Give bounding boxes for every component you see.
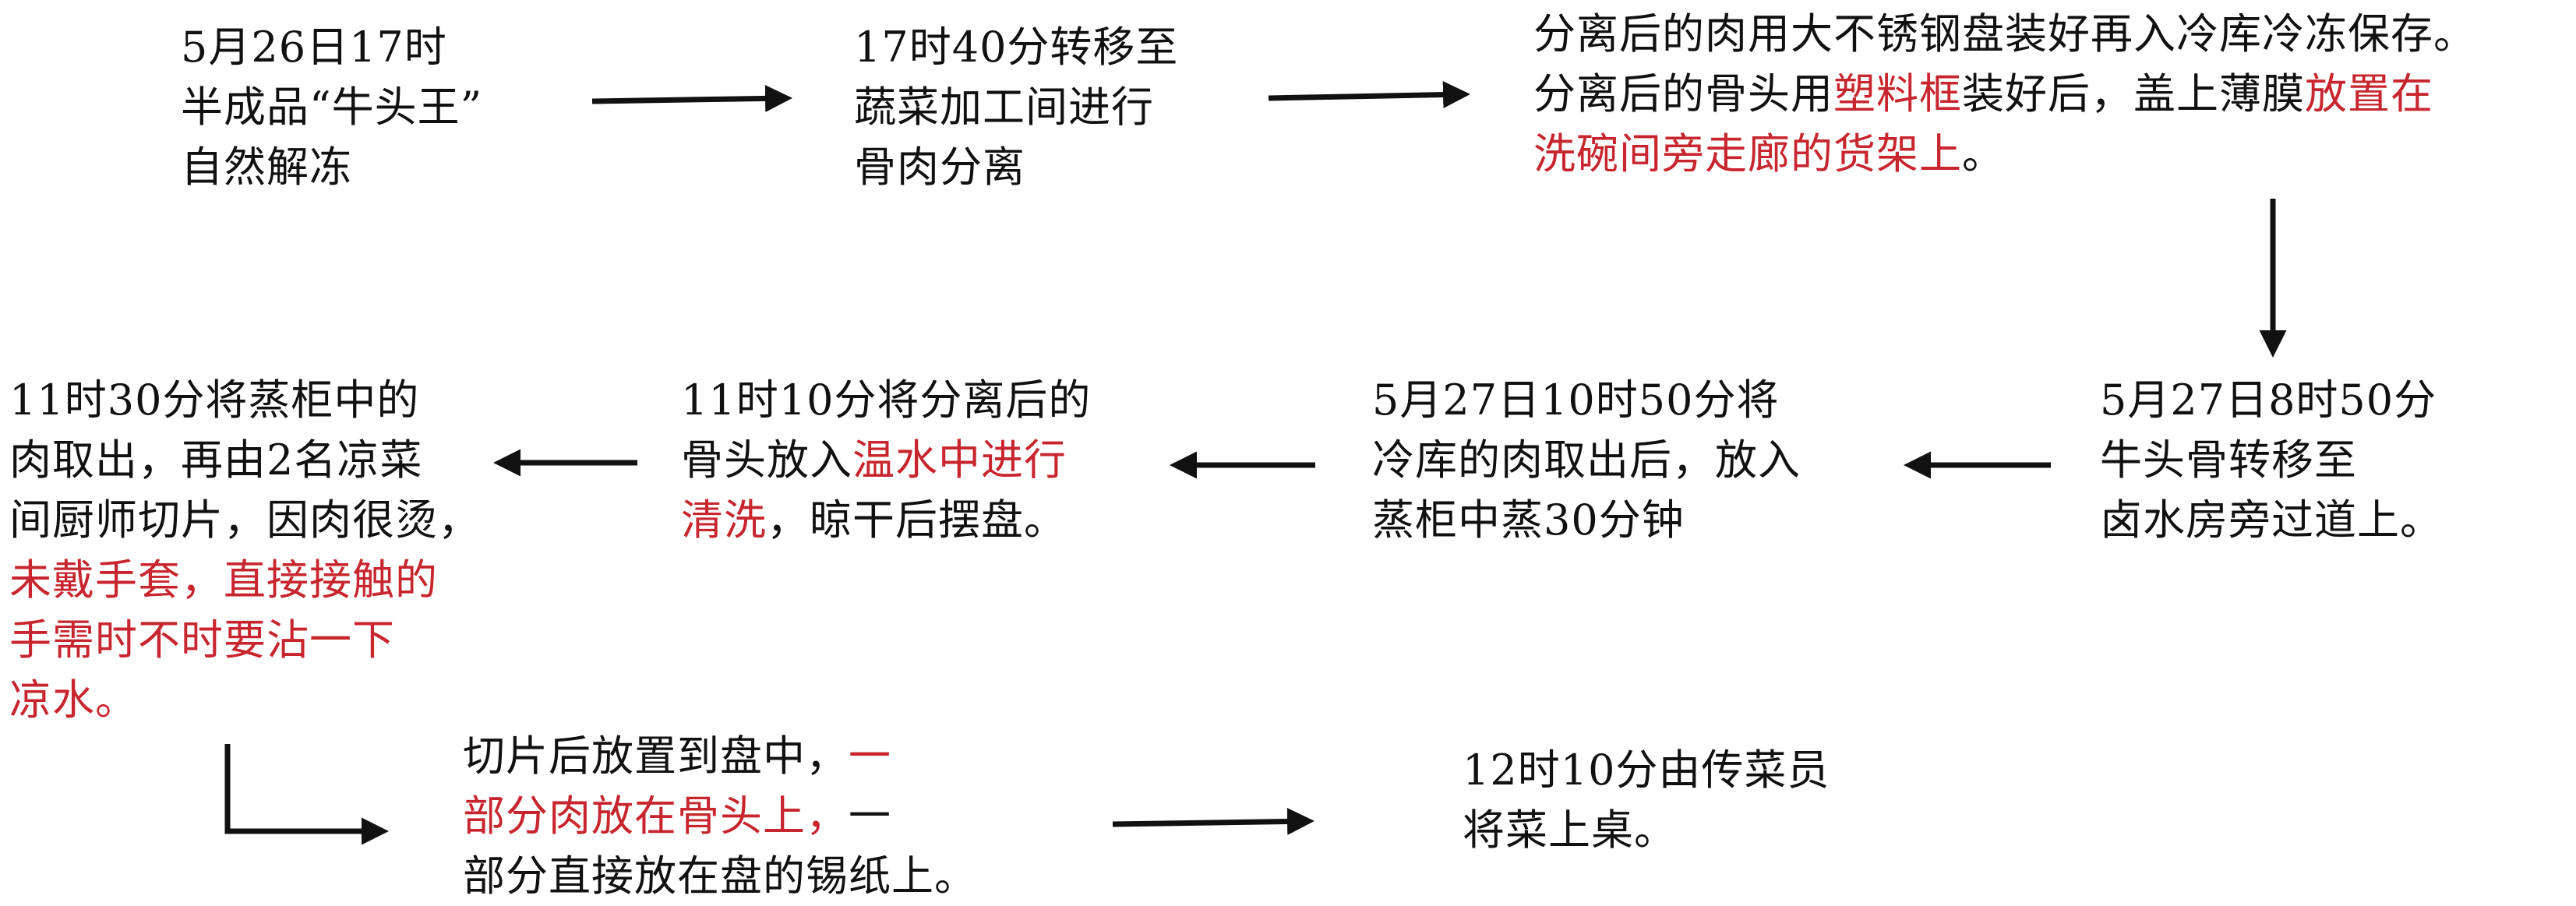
step-6-line: 骨头放入温水中进行 — [681, 430, 1091, 490]
step-7-line: 11时30分将蒸柜中的 — [9, 370, 481, 430]
step-1-line: 半成品“牛头王” — [181, 77, 482, 137]
step-9-box: 12时10分由传菜员将菜上桌。 — [1463, 740, 1830, 860]
highlighted-text: 温水中进行 — [852, 435, 1067, 485]
node-text: 蔬菜加工间进行 — [854, 83, 1154, 132]
node-text: 骨肉分离 — [854, 143, 1025, 192]
step-2-line: 蔬菜加工间进行 — [854, 77, 1178, 137]
step-7-box: 11时30分将蒸柜中的肉取出，再由2名凉菜间厨师切片，因肉很烫， 未戴手套，直接接… — [9, 370, 481, 730]
highlighted-text: 凉水。 — [9, 675, 138, 724]
step-8-box: 切片后放置到盘中，一部分肉放在骨头上，一部分直接放在盘的锡纸上。 — [463, 726, 977, 906]
node-text: 分离后的骨头用 — [1533, 69, 1833, 118]
step-9-line: 12时10分由传菜员 — [1463, 740, 1830, 800]
step-1-box: 5月26日17时半成品“牛头王” 自然解冻 — [181, 17, 482, 197]
node-text: 蒸柜中蒸30分钟 — [1372, 495, 1685, 545]
step-1-line: 自然解冻 — [181, 137, 482, 197]
node-text: 装好后，盖上薄膜 — [1962, 69, 2305, 118]
highlighted-text: 一 — [849, 731, 891, 781]
step-2-line: 17时40分转移至 — [854, 17, 1178, 77]
node-text: 5月26日17时 — [181, 23, 447, 72]
node-text: 一 — [849, 791, 891, 841]
node-text: 部分直接放在盘的锡纸上。 — [463, 851, 977, 901]
step-9-line: 将菜上桌。 — [1463, 800, 1830, 860]
node-text: 间厨师切片，因肉很烫， — [9, 495, 481, 545]
step-8-line: 部分直接放在盘的锡纸上。 — [463, 846, 977, 906]
step-3-line: 分离后的肉用大不锈钢盘装好再入冷库冷冻保存。 — [1533, 4, 2476, 64]
arrow-step7-to-step8 — [224, 744, 389, 845]
step-2-box: 17时40分转移至蔬菜加工间进行骨肉分离 — [854, 17, 1178, 197]
highlighted-text: 放置在 — [2305, 69, 2433, 118]
step-4-line: 5月27日8时50分 — [2100, 370, 2443, 430]
node-text: ，晾干后摆盘。 — [767, 495, 1067, 545]
step-8-line: 部分肉放在骨头上，一 — [463, 786, 977, 846]
node-text: 5月27日8时50分 — [2100, 375, 2437, 425]
arrow-step8-to-step9 — [1112, 807, 1314, 835]
step-6-box: 11时10分将分离后的骨头放入温水中进行清洗，晾干后摆盘。 — [681, 370, 1091, 550]
step-4-box: 5月27日8时50分牛头骨转移至卤水房旁过道上。 — [2100, 370, 2443, 550]
step-7-line: 未戴手套，直接接触的 — [9, 550, 481, 610]
highlighted-text: 塑料框 — [1833, 69, 1962, 118]
node-text: 5月27日10时50分将 — [1372, 375, 1780, 425]
arrow-step2-to-step3 — [1268, 81, 1470, 109]
step-6-line: 清洗，晾干后摆盘。 — [681, 490, 1091, 550]
node-text: 卤水房旁过道上。 — [2100, 495, 2443, 545]
step-7-line: 间厨师切片，因肉很烫， — [9, 490, 481, 550]
node-text: 骨头放入 — [681, 435, 852, 485]
step-5-line: 蒸柜中蒸30分钟 — [1372, 490, 1801, 550]
step-7-line: 凉水。 — [9, 670, 481, 730]
node-text: 自然解冻 — [181, 143, 352, 192]
highlighted-text: 手需时不时要沾一下 — [9, 615, 395, 665]
node-text: 11时10分将分离后的 — [681, 375, 1092, 425]
node-text: 切片后放置到盘中， — [463, 731, 849, 781]
step-7-line: 肉取出，再由2名凉菜 — [9, 430, 481, 490]
step-5-line: 冷库的肉取出后，放入 — [1372, 430, 1801, 490]
step-2-line: 骨肉分离 — [854, 137, 1178, 197]
node-text: 12时10分由传菜员 — [1463, 746, 1830, 795]
highlighted-text: 未戴手套，直接接触的 — [9, 555, 438, 605]
step-3-line: 洗碗间旁走廊的货架上。 — [1533, 124, 2476, 184]
highlighted-text: 部分肉放在骨头上， — [463, 791, 849, 841]
step-1-line: 5月26日17时 — [181, 17, 482, 77]
step-8-line: 切片后放置到盘中，一 — [463, 726, 977, 786]
node-text: 将菜上桌。 — [1463, 806, 1677, 855]
node-text: 半成品“牛头王” — [181, 83, 483, 132]
node-text: 11时30分将蒸柜中的 — [9, 375, 420, 425]
node-text: 牛头骨转移至 — [2100, 435, 2357, 485]
node-text: 肉取出，再由2名凉菜 — [9, 435, 423, 485]
node-text: 冷库的肉取出后，放入 — [1372, 435, 1801, 485]
step-7-line: 手需时不时要沾一下 — [9, 610, 481, 670]
node-text: 分离后的肉用大不锈钢盘装好再入冷库冷冻保存。 — [1533, 9, 2476, 58]
step-3-line: 分离后的骨头用塑料框装好后，盖上薄膜放置在 — [1533, 64, 2476, 124]
step-5-box: 5月27日10时50分将冷库的肉取出后，放入蒸柜中蒸30分钟 — [1372, 370, 1801, 550]
node-text: 。 — [1962, 129, 2005, 178]
highlighted-text: 清洗 — [681, 495, 767, 545]
step-5-line: 5月27日10时50分将 — [1372, 370, 1801, 430]
step-4-line: 牛头骨转移至 — [2100, 430, 2443, 490]
step-6-line: 11时10分将分离后的 — [681, 370, 1091, 430]
arrow-step1-to-step2 — [591, 84, 792, 112]
node-text: 17时40分转移至 — [854, 23, 1179, 72]
step-3-box: 分离后的肉用大不锈钢盘装好再入冷库冷冻保存。分离后的骨头用塑料框装好后，盖上薄膜… — [1533, 4, 2476, 184]
highlighted-text: 洗碗间旁走廊的货架上 — [1533, 129, 1962, 178]
step-4-line: 卤水房旁过道上。 — [2100, 490, 2443, 550]
